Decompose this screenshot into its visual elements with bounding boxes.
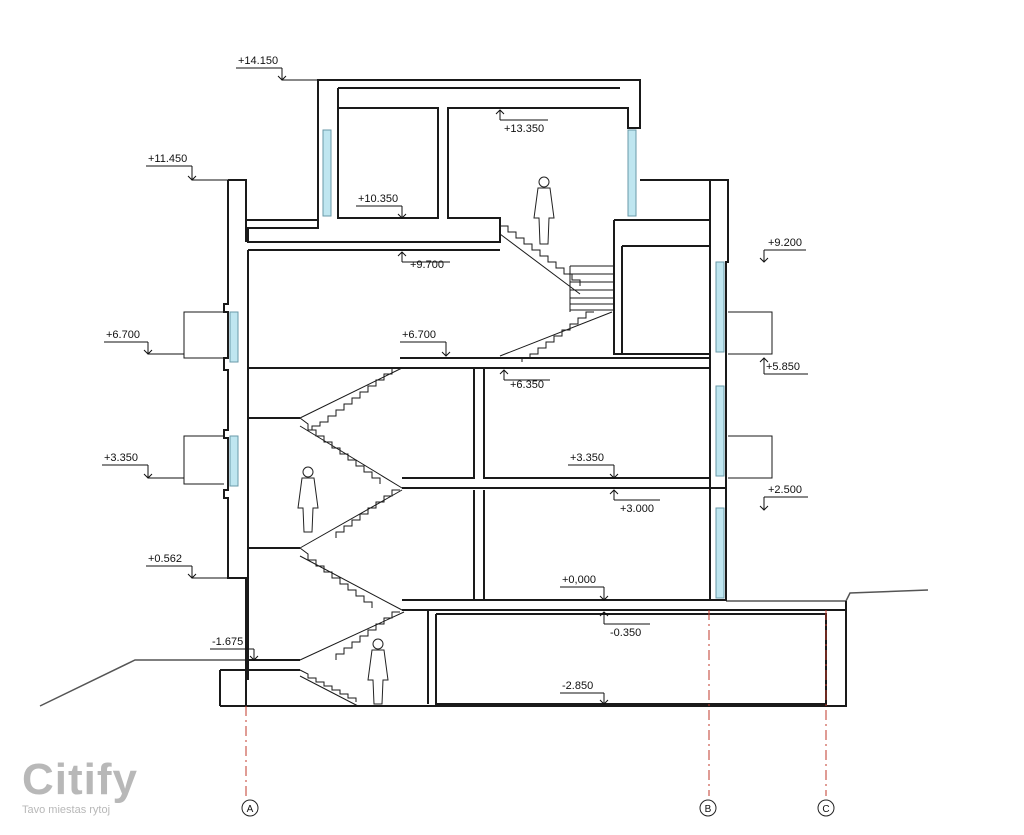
person-figure-top	[533, 176, 555, 245]
elevation-marker: +14.150	[236, 55, 318, 81]
axis-label-a: A	[247, 804, 254, 815]
window-right-1f	[715, 507, 725, 599]
axis-bubble-a	[241, 799, 259, 817]
elevation-marker: +6.350	[499, 369, 550, 391]
elevation-marker: +3.000	[609, 489, 660, 515]
person-figure-bottom	[367, 638, 389, 705]
person-figure-middle	[297, 466, 319, 533]
logo-brand: Citify	[22, 755, 138, 804]
elevation-marker: -2.850	[560, 680, 609, 705]
logo-tagline: Tavo miestas rytoj	[22, 804, 111, 816]
ground-line-left	[39, 659, 246, 707]
svg-text:+6.700: +6.700	[106, 329, 140, 341]
svg-text:+11.450: +11.450	[148, 153, 187, 165]
citify-logo: Citify Tavo miestas rytoj	[22, 755, 138, 817]
elevation-marker: +11.450	[146, 153, 228, 181]
window-right-2f	[715, 385, 725, 477]
glazing	[229, 129, 725, 599]
svg-text:+6.700: +6.700	[402, 329, 436, 341]
svg-text:+14.150: +14.150	[238, 55, 278, 67]
elevation-marker: +3.350	[102, 452, 184, 479]
elevation-marker: +6.700	[400, 329, 451, 357]
elevation-marker: +6.700	[104, 329, 184, 355]
svg-text:+9.200: +9.200	[768, 237, 802, 249]
svg-text:+10.350: +10.350	[358, 193, 398, 205]
svg-text:+2.500: +2.500	[768, 484, 802, 496]
svg-text:+13.350: +13.350	[504, 123, 544, 135]
balconies	[183, 311, 773, 485]
axis-bubble-b	[699, 799, 717, 817]
elevation-marker: +9.700	[397, 251, 450, 271]
svg-text:+0.562: +0.562	[148, 553, 182, 565]
svg-text:+3.000: +3.000	[620, 503, 654, 515]
axis-label-c: C	[822, 804, 829, 815]
window-left-2f	[229, 311, 239, 363]
floor-slabs	[248, 219, 846, 705]
svg-text:+9.700: +9.700	[410, 259, 444, 271]
staircases	[299, 225, 615, 707]
elevation-marker: +10.350	[356, 193, 407, 219]
svg-text:+0,000: +0,000	[562, 574, 596, 586]
window-right-3f	[715, 261, 725, 353]
window-top-right	[627, 129, 637, 217]
axis-label-b: B	[705, 804, 712, 815]
elevation-marker: -1.675	[210, 636, 259, 661]
svg-text:+3.350: +3.350	[570, 452, 604, 464]
elevation-marker: -0.350	[599, 611, 650, 639]
grid-axes: A B C	[241, 610, 835, 817]
svg-text:-2.850: -2.850	[562, 680, 593, 692]
elevation-marker: +9.200	[759, 237, 806, 263]
human-figures	[297, 176, 555, 705]
building-shell	[219, 79, 847, 707]
elevation-marker: +3.350	[568, 452, 619, 479]
window-top-left	[322, 129, 332, 217]
svg-text:-1.675: -1.675	[212, 636, 243, 648]
svg-text:+6.350: +6.350	[510, 379, 544, 391]
elevation-marker: +0.562	[146, 553, 228, 579]
elevation-marker: +5.850	[759, 357, 808, 375]
axis-bubble-c	[817, 799, 835, 817]
svg-text:+5.850: +5.850	[766, 361, 800, 373]
svg-text:-0.350: -0.350	[610, 627, 641, 639]
elevation-markers: +14.150 +13.350 +11.450 +10.350 +9.700 +…	[102, 55, 808, 705]
elevation-marker: +2.500	[759, 484, 808, 511]
ground-line-right	[726, 589, 929, 602]
window-left-1f	[229, 435, 239, 487]
svg-text:+3.350: +3.350	[104, 452, 138, 464]
elevation-marker: +13.350	[495, 109, 548, 135]
elevation-marker: +0,000	[560, 574, 609, 601]
